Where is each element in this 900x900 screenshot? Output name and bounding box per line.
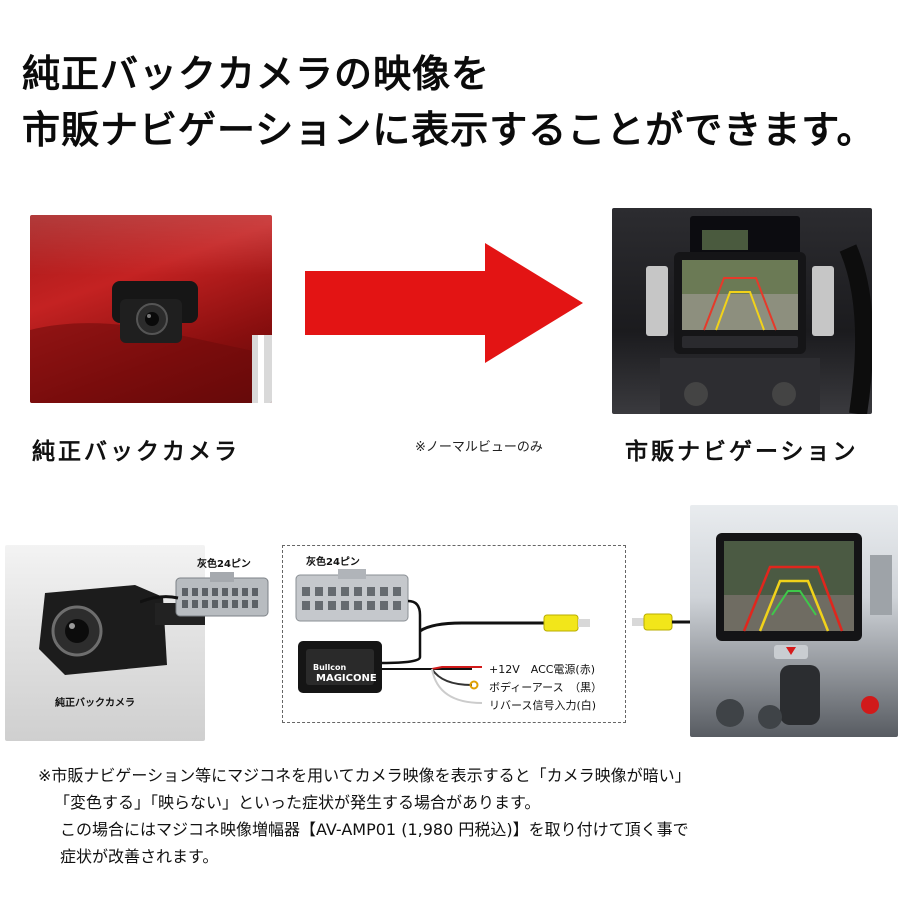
aftermarket-navigation-photo — [612, 208, 872, 414]
amplifier-footnote: ※市販ナビゲーション等にマジコネを用いてカメラ映像を表示すると「カメラ映像が暗い… — [38, 762, 878, 870]
wire-label-reverse: リバース信号入力(白) — [489, 699, 597, 712]
wiring-diagram — [295, 569, 590, 704]
footnote-line-1: ※市販ナビゲーション等にマジコネを用いてカメラ映像を表示すると「カメラ映像が暗い… — [38, 766, 691, 785]
headline-line-1: 純正バックカメラの映像を — [22, 52, 491, 96]
dashboard-illustration — [646, 216, 872, 414]
camera-illustration — [30, 281, 272, 403]
module-name: MAGICONE — [316, 673, 377, 684]
footnote-line-3: この場合にはマジコネ映像増幅器【AV-AMP01 (1,980 円税込)】を取り… — [60, 820, 689, 839]
harness-kit-box — [282, 545, 626, 723]
footnote-line-4: 症状が改善されます。 — [60, 847, 219, 866]
wire-label-ground: ボディーアース （黒） — [489, 681, 603, 694]
arrow-right-icon — [305, 243, 583, 363]
gray-24pin-connector-vehicle — [175, 572, 269, 617]
connector-label-vehicle: 灰色24ピン — [197, 559, 251, 570]
headline: 純正バックカメラの映像を 市販ナビゲーションに表示することができます。 — [22, 46, 882, 158]
navigation-screen-illustration — [716, 533, 892, 729]
camera-cable — [140, 595, 179, 604]
footnote-line-2: 「変色する」「映らない」といった症状が発生する場合があります。 — [54, 793, 541, 812]
normal-view-note: ※ノーマルビューのみ — [415, 440, 543, 455]
wire-label-acc: +12V ACC電源(赤) — [489, 663, 596, 676]
module-brand: Bullcon — [313, 663, 347, 672]
rca-cable-to-navigation — [632, 613, 692, 631]
headline-line-2: 市販ナビゲーションに表示することができます。 — [22, 108, 876, 152]
rear-camera-photo — [30, 215, 272, 403]
connector-label-kit: 灰色24ピン — [306, 557, 360, 568]
navigation-caption: 市販ナビゲーション — [625, 439, 859, 465]
rear-camera-photo-small: 純正バックカメラ — [5, 545, 205, 741]
rear-camera-caption: 純正バックカメラ — [32, 439, 240, 465]
navigation-display-photo — [690, 505, 898, 737]
camera-label: 純正バックカメラ — [55, 698, 135, 709]
